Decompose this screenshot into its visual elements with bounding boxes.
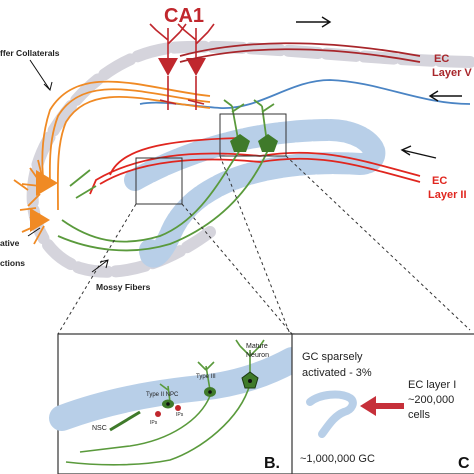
direction-arrows (296, 16, 462, 159)
schaffer-collaterals-label: ffer Collaterals (0, 48, 60, 58)
ca1-dendrites (149, 23, 215, 110)
inset-box-b (135, 157, 183, 205)
ec-layer-label-1: EC layer I (408, 379, 456, 391)
panel-b-dentate (49, 347, 305, 431)
ec-input-arrowhead (360, 396, 376, 416)
panel-c-letter: C (458, 455, 470, 472)
ec-layer-ii-label-1: EC (432, 175, 447, 187)
gc-sparse-label-1: GC sparsely (302, 351, 363, 363)
ips-label-2: IPs (176, 412, 184, 418)
granule-cell-1 (230, 134, 250, 152)
pointer-lines (27, 59, 109, 273)
panel-c-dentate (306, 390, 357, 438)
mossy-fibers-label: Mossy Fibers (96, 282, 151, 292)
ative-label: ative (0, 238, 20, 248)
gc-count-label: ~1,000,000 GC (300, 453, 375, 465)
type-iii-label: Type III (196, 374, 216, 380)
ca1-neuron-1 (158, 58, 178, 76)
zoom-lines (57, 155, 471, 335)
ec-layer-label-3: cells (408, 409, 431, 421)
ca3-neuron-lower (30, 208, 50, 232)
ca1-label: CA1 (164, 5, 204, 27)
mature-neuron-label-2: Neuron (246, 352, 269, 359)
granule-cell-2 (258, 134, 278, 152)
ips-cell-2 (175, 405, 181, 411)
type-ii-npc-label: Type II NPC (146, 392, 179, 398)
ec-layer-label-2: ~200,000 (408, 394, 454, 406)
inset-box-c (219, 113, 287, 157)
ec-layer-ii-label-2: Layer II (428, 189, 467, 201)
mature-neuron-label-1: Mature (246, 343, 268, 350)
ec-layer-v-axons (179, 42, 421, 63)
arrow-ec-ii (400, 145, 437, 159)
ca1-neuron-2 (186, 58, 206, 76)
ec-layer-v-label-2: Layer V (432, 67, 472, 79)
panel-c: GC sparsely activated - 3% EC layer I ~2… (291, 333, 474, 474)
dentate-gyrus (124, 118, 386, 268)
nsc-cell (109, 410, 141, 432)
ips-label-1: IPs (150, 420, 158, 426)
nsc-label: NSC (92, 425, 107, 432)
panel-b: Mature Neuron Type III Type II NPC NSC I… (49, 333, 305, 474)
ca3-neuron-upper (36, 170, 58, 196)
arrow-ec-v (296, 16, 332, 28)
ctions-label: ctions (0, 258, 25, 268)
panel-b-letter: B. (264, 455, 280, 472)
ec-layer-v-label-1: EC (434, 53, 449, 65)
ips-cell-1 (155, 411, 161, 417)
arrow-blue (428, 90, 462, 102)
gc-sparse-label-2: activated - 3% (302, 367, 372, 379)
